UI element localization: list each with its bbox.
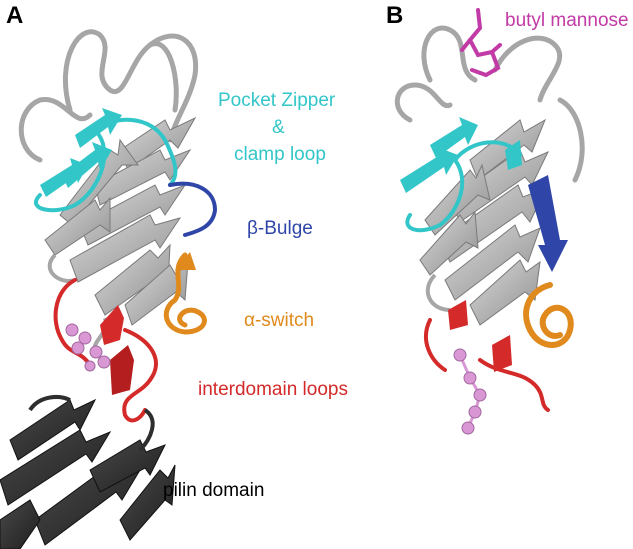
pilin-domain bbox=[0, 398, 176, 549]
interdomain-loops-a bbox=[53, 278, 158, 423]
clamp-loop-b bbox=[405, 140, 522, 233]
beta-bulge-label: β-Bulge bbox=[247, 218, 313, 239]
beta-strand bbox=[44, 196, 111, 256]
pocket-zipper-strand bbox=[505, 140, 522, 170]
pocket-zipper-strand bbox=[400, 147, 458, 193]
pocket-zipper-label-line2: & bbox=[272, 117, 285, 138]
alpha-switch-arrow bbox=[175, 252, 196, 270]
beta-strand bbox=[419, 210, 479, 276]
beta-strand bbox=[469, 259, 541, 326]
panel-label-b: B bbox=[386, 2, 404, 29]
top-loops-b bbox=[421, 25, 563, 103]
right-loop-a bbox=[147, 33, 199, 143]
interdomain-loops-label: interdomain loops bbox=[198, 379, 348, 400]
lower-loop-b bbox=[425, 273, 451, 312]
panel-a-structure bbox=[0, 29, 218, 549]
pocket-zipper-label-line1: Pocket Zipper bbox=[218, 90, 336, 111]
beta-strand bbox=[124, 260, 189, 326]
beta-strand bbox=[79, 183, 187, 246]
butyl-mannose-molecule bbox=[460, 8, 502, 78]
left-loop-a bbox=[18, 97, 93, 163]
panel-b-structure bbox=[394, 8, 585, 435]
beta-strand bbox=[444, 224, 541, 301]
alpha-switch-helix-b bbox=[523, 282, 574, 348]
interdomain-strand bbox=[448, 300, 468, 330]
left-loop-b bbox=[394, 82, 453, 123]
alpha-switch-helix-a bbox=[163, 252, 207, 335]
pilin-domain-label: pilin domain bbox=[163, 480, 265, 501]
beta-strand bbox=[94, 148, 192, 206]
pocket-zipper-strand bbox=[430, 117, 478, 158]
top-loop-a bbox=[63, 29, 179, 113]
glycan-spheres-b bbox=[453, 348, 487, 435]
right-loop-b bbox=[557, 97, 585, 183]
clamp-loop-label: clamp loop bbox=[234, 144, 326, 165]
pilin-loops bbox=[28, 395, 155, 452]
interdomain-strand bbox=[100, 305, 124, 345]
beta-strand bbox=[69, 214, 182, 283]
glycan-spheres-a bbox=[65, 323, 111, 372]
interdomain-strand bbox=[492, 335, 512, 372]
interdomain-strand bbox=[110, 345, 134, 395]
alpha-switch-label: α-switch bbox=[244, 310, 315, 331]
panel-label-a: A bbox=[6, 2, 24, 29]
pocket-zipper-strand bbox=[40, 158, 88, 197]
butyl-mannose-label: butyl mannose bbox=[505, 10, 629, 31]
beta-strand bbox=[94, 243, 171, 316]
beta-bulge-loop-a bbox=[168, 181, 218, 237]
pocket-zipper-strand bbox=[75, 108, 122, 148]
beta-bulge-strand-b bbox=[528, 175, 568, 272]
